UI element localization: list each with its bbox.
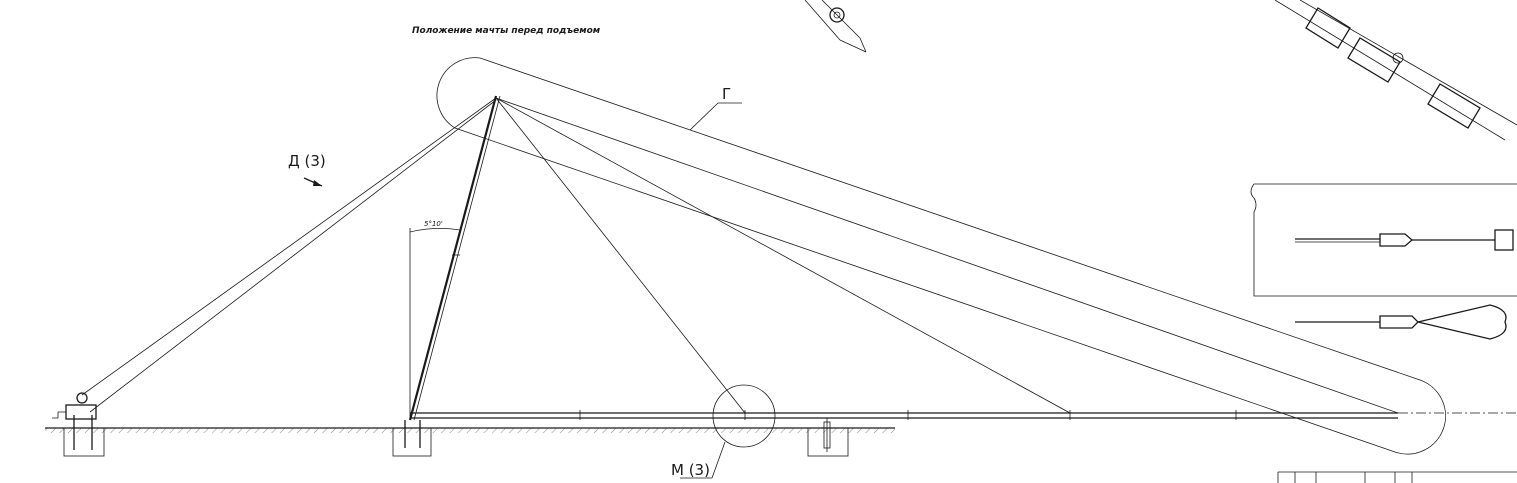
detail-circle-m: М (3)	[671, 384, 776, 479]
thimble-fitting	[1295, 304, 1507, 340]
leader-g: Г	[689, 85, 742, 131]
ground-line	[45, 427, 895, 433]
cables	[495, 97, 1399, 414]
foundation-right	[807, 418, 849, 457]
angle-label: 5°10'	[424, 220, 443, 228]
view-d-arrow: Д (3)	[288, 152, 326, 187]
leader-label-g: Г	[722, 85, 731, 103]
callout-outline-g	[436, 57, 1517, 455]
drawing-caption: Положение мачты перед подъемом	[412, 26, 601, 36]
detail-label-m: М (3)	[671, 461, 710, 479]
shackle-fragment	[804, 0, 867, 53]
winch-anchor	[52, 392, 97, 420]
detail-panel-right	[1250, 183, 1517, 297]
angle-dimension: 5°10'	[409, 220, 461, 420]
turnbuckle-fragment	[1274, 0, 1517, 141]
foundation-left	[63, 415, 105, 457]
mast	[408, 95, 501, 421]
view-label-d: Д (3)	[288, 152, 326, 170]
title-block-fragment	[1277, 471, 1517, 483]
horizontal-boom	[410, 410, 1398, 420]
guy-wire-left	[81, 97, 497, 413]
foundation-mast	[392, 420, 432, 457]
